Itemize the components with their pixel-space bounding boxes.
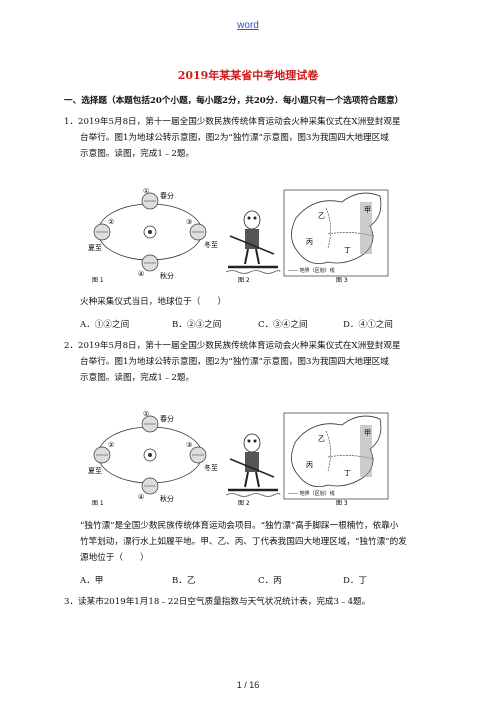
q1-option-c[interactable]: C．③④之间 [258,320,308,330]
q1-stem: 火种采集仪式当日，地球位于（ ） [80,297,227,307]
bamboo-rafting-figure: 图 2 [225,210,281,284]
q2-line2: 台举行。图1为地球公转示意图，图2为“独竹漂”示意图，图3为我国四大地理区域 [80,357,389,367]
label-n1-2: ① [143,410,149,418]
figure-group-1: 春分 夏至 冬至 秋分 ① ② ③ ④ 图 1 图 2 甲 乙 丙 丁 —— 地… [88,188,389,284]
q2-option-a[interactable]: A．甲 [80,576,104,586]
label-ding-2: 丁 [344,469,351,477]
page-number: 1 / 16 [236,680,260,690]
q2-line1: 2．2019年5月8日，第十一届全国少数民族传统体育运动会火种采集仪式在X洲登封… [64,341,401,351]
orbit-diagram-2: 春分 夏至 冬至 秋分 ① ② ③ ④ 图 1 [88,410,218,507]
q2-stem-line3: 源地位于（ ） [80,553,149,563]
china-regions-map-2: 甲 乙 丙 丁 —— 地界（区划）线 图 3 [283,412,389,507]
caption-fig2-2: 图 2 [238,500,250,507]
china-regions-map: 甲 乙 丙 丁 —— 地界（区划）线 图 3 [283,189,389,284]
header-word-link[interactable]: word [237,20,259,31]
label-n1: ① [143,188,149,195]
q1-line2: 台举行。图1为地球公转示意图，图2为“独竹漂”示意图，图3为我国四大地理区域 [80,133,389,143]
label-jia-2: 甲 [364,429,371,437]
q2-stem-line1: “独竹漂”是全国少数民族传统体育运动会项目。“独竹漂”高手脚踩一根楠竹，依靠小 [80,521,399,531]
label-ding: 丁 [344,246,351,254]
caption-fig2: 图 2 [238,277,250,284]
q3-line1: 3．读某市2019年1月18﹣22日空气质量指数与天气状况统计表，完成3﹣4题。 [64,597,371,607]
q1-line1: 1．2019年5月8日，第十一届全国少数民族传统体育运动会火种采集仪式在X洲登封… [64,117,401,127]
section-heading: 一、选择题（本题包括20个小题，每小题2分，共20分．每小题只有一个选项符合题意… [64,96,404,106]
label-n2: ② [108,218,114,226]
q2-option-d[interactable]: D．丁 [343,576,368,586]
label-autumn-2: 秋分 [160,494,174,503]
label-bing: 丙 [306,238,313,246]
caption-fig3: 图 3 [336,277,348,284]
q2-option-b[interactable]: B．乙 [172,576,196,586]
caption-fig1-2: 图 1 [92,500,104,507]
q1-option-b[interactable]: B．②③之间 [172,320,222,330]
label-winter: 冬至 [204,240,218,249]
label-n4-2: ④ [138,493,144,501]
map-legend: —— 地界（区划）线 [288,267,335,274]
q2-line3: 示意图。读图，完成1﹣2题。 [80,373,195,383]
label-bing-2: 丙 [306,461,313,469]
label-spring-2: 春分 [160,414,174,423]
label-winter-2: 冬至 [204,463,218,472]
label-yi-2: 乙 [318,435,325,443]
q2-option-c[interactable]: C．丙 [258,576,282,586]
map-legend-2: —— 地界（区划）线 [288,490,335,497]
label-n4: ④ [138,270,144,278]
bamboo-rafting-figure-2: 图 2 [225,433,281,507]
q1-option-a[interactable]: A．①②之间 [80,320,130,330]
caption-fig1: 图 1 [92,277,104,284]
label-summer: 夏至 [88,244,102,252]
label-n3: ③ [186,218,192,226]
label-yi: 乙 [318,212,325,220]
q2-stem-line2: 竹竿划动，漂行水上如履平地。甲、乙、丙、丁代表我国四大地理区域，“独竹漂”的发 [80,537,407,547]
page-title: 2019年某某省中考地理试卷 [177,69,319,82]
label-spring: 春分 [160,191,174,200]
label-autumn: 秋分 [160,271,174,280]
orbit-diagram: 春分 夏至 冬至 秋分 ① ② ③ ④ 图 1 [88,188,218,284]
label-n3-2: ③ [186,441,192,449]
figure-group-2: 春分 夏至 冬至 秋分 ① ② ③ ④ 图 1 图 2 甲 乙 丙 丁 —— 地… [88,410,389,507]
q1-option-d[interactable]: D．④①之间 [343,320,393,330]
label-jia: 甲 [364,206,371,214]
q1-line3: 示意图。读图，完成1﹣2题。 [80,149,195,159]
caption-fig3-2: 图 3 [336,500,348,507]
label-summer-2: 夏至 [88,467,102,475]
label-n2-2: ② [108,441,114,449]
